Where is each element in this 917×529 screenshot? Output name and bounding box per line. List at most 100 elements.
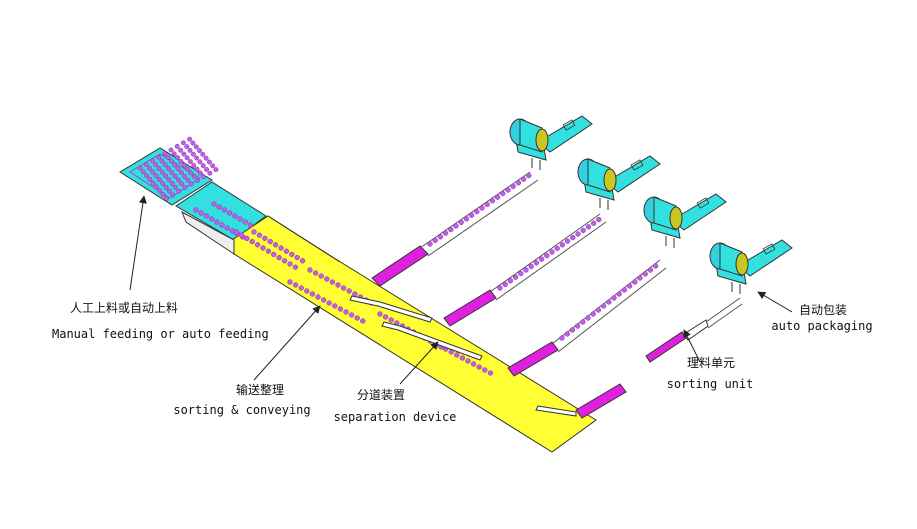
conveyor-product-item	[292, 264, 299, 270]
output-product-item	[642, 271, 648, 277]
output-product-item	[564, 331, 570, 337]
output-product-item	[510, 183, 516, 190]
separation-device-label-zh: 分道装置	[356, 388, 406, 402]
conveyor-product-item	[211, 201, 217, 207]
conveyor-product-item	[272, 242, 279, 248]
tray-product-item	[162, 151, 168, 157]
conveyor-product-item	[224, 225, 230, 231]
conveyor-product-item	[326, 300, 332, 306]
conveyor-product-item	[281, 258, 288, 264]
packaging-machine-icon	[509, 115, 593, 170]
conveyor-product-item	[324, 276, 330, 282]
tray-product-item	[154, 184, 159, 190]
tray-product-item	[194, 177, 200, 183]
tray-product-item	[175, 155, 181, 161]
tray-product-item	[159, 158, 165, 164]
conveyor-product-item	[242, 219, 248, 225]
output-product-item	[580, 319, 586, 325]
conveyor-product-item	[470, 361, 477, 367]
tray-product-item	[171, 151, 177, 157]
conveyor-product-item	[465, 358, 471, 364]
sorting-conveying-label-en: sorting & conveying	[173, 403, 311, 417]
conveyor-product-item	[304, 288, 310, 294]
conveyor-product-item	[352, 291, 358, 297]
output-product-item	[497, 285, 503, 291]
output-product-item	[518, 270, 524, 277]
conveyor-product-item	[315, 294, 321, 300]
conveyor-product-item	[292, 282, 299, 288]
tray-product-item	[156, 154, 162, 160]
tray-product-item	[191, 174, 197, 180]
tray-product-item	[181, 151, 187, 157]
output-product-item	[437, 234, 444, 240]
tray-product-item	[197, 170, 203, 176]
output-product-item	[515, 180, 522, 186]
packaging-machine-icon	[643, 193, 727, 248]
conveyor-product-item	[487, 370, 494, 376]
output-product-item	[580, 227, 586, 234]
output-product-item	[549, 249, 555, 255]
output-product-item	[637, 275, 643, 281]
conveyor-product-item	[256, 232, 263, 238]
conveyor-product-item	[221, 207, 228, 213]
sorting-unit-label-zh: 理料单元	[686, 356, 736, 370]
tray-product-item	[203, 155, 209, 161]
output-product-item	[596, 216, 602, 223]
conveyor-product-item	[320, 297, 327, 303]
output-product-item	[544, 252, 550, 259]
tray-product-item	[188, 170, 194, 176]
tray-product-item	[160, 192, 166, 198]
output-product-item	[554, 245, 560, 252]
tray-product-item	[150, 180, 156, 186]
separation-guides	[349, 295, 577, 417]
output-product-item	[606, 299, 612, 305]
output-product-item	[458, 219, 464, 226]
output-product-item	[528, 263, 534, 270]
tray-product-item	[182, 185, 188, 191]
output-product-item	[479, 205, 485, 211]
output-product-item	[474, 208, 480, 215]
tray-product-item	[147, 176, 153, 182]
conveyor-product-item	[382, 314, 389, 320]
tray-product-item	[144, 173, 150, 179]
conveyor-product-item	[340, 285, 347, 291]
tray-product-item	[213, 167, 219, 173]
conveyor-product-item	[354, 315, 360, 321]
tray-product-item	[178, 158, 184, 164]
tray-product-item	[185, 166, 190, 172]
auto-packaging-label-zh: 自动包装	[798, 303, 848, 317]
output-product-item	[484, 201, 490, 208]
tray-product-item	[153, 173, 159, 179]
output-product-item	[523, 267, 529, 273]
tray-product-item	[169, 169, 175, 175]
conveyor-product-item	[271, 251, 277, 258]
conveyor-product-item	[337, 306, 344, 312]
tray-product-item	[194, 166, 200, 172]
packaging-machine-icon	[577, 155, 661, 210]
tray-product-item	[179, 181, 185, 187]
conveyor-product-item	[238, 232, 245, 238]
conveyor-product-item	[247, 222, 254, 228]
tray-product-item	[160, 180, 166, 186]
manual-feeding-label-en: Manual feeding or auto feeding	[52, 327, 269, 341]
conveyor-product-item	[388, 317, 394, 323]
product-items-on-conveyors	[193, 172, 659, 376]
output-product-item	[564, 238, 571, 244]
tray-product-item	[149, 158, 155, 164]
tray-product-item	[185, 177, 191, 183]
tray-product-item	[156, 177, 162, 183]
output-product-item	[574, 323, 581, 329]
tray-product-item	[174, 143, 180, 149]
conveyor-product-item	[377, 311, 383, 317]
sorting-conveying-label-zh: 输送整理	[235, 383, 285, 397]
output-product-item	[427, 241, 433, 247]
conveyor-product-item	[278, 245, 284, 251]
output-product-item	[502, 281, 508, 288]
tray-product-item	[210, 163, 216, 169]
output-product-item	[611, 295, 617, 301]
output-product-item	[520, 176, 527, 182]
tray-product-item	[140, 169, 146, 175]
output-product-item	[626, 283, 633, 289]
tray-product-item	[178, 147, 183, 153]
